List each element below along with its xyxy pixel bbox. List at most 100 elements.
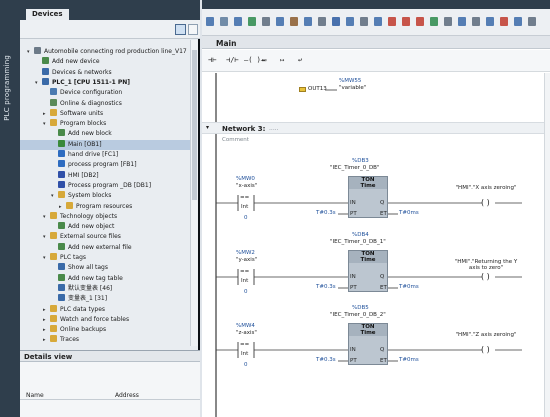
- expander-icon[interactable]: ▸: [43, 337, 46, 344]
- expander-icon[interactable]: ▾: [43, 121, 46, 128]
- tree-item[interactable]: Show all tags: [20, 263, 192, 273]
- expander-icon[interactable]: ▾: [27, 49, 30, 55]
- ladder-element-button[interactable]: ⊣/⊢: [226, 56, 239, 64]
- timer-pin-et: ET: [380, 211, 387, 217]
- tree-item[interactable]: Add new device: [20, 57, 192, 67]
- tree-item[interactable]: Add new block: [20, 129, 192, 139]
- toolbar-button-icon[interactable]: [206, 17, 214, 26]
- toolbar-button-icon[interactable]: [486, 17, 494, 26]
- tree-item[interactable]: Process program _DB [DB1]: [20, 180, 192, 191]
- toolbar-button-icon[interactable]: [514, 17, 522, 26]
- scrollbar-thumb[interactable]: [192, 50, 197, 200]
- toolbar-button-icon[interactable]: [346, 17, 354, 26]
- toolbar-button-icon[interactable]: [430, 17, 438, 26]
- toolbar-button-icon[interactable]: [472, 17, 480, 26]
- tree-item[interactable]: ▾Automobile connecting rod production li…: [20, 47, 192, 57]
- ladder-element-button[interactable]: ↦: [280, 56, 285, 64]
- toolbar-button-icon[interactable]: [374, 17, 382, 26]
- expander-icon[interactable]: ▾: [35, 79, 38, 86]
- toolbar-button-icon[interactable]: [416, 17, 424, 26]
- network-3-header[interactable]: ▾Network 3:.....: [202, 122, 550, 134]
- tree-item[interactable]: Devices & networks: [20, 67, 192, 78]
- expander-icon[interactable]: ▸: [43, 306, 46, 313]
- details-view-header[interactable]: Details view: [20, 350, 200, 362]
- tree-item[interactable]: Main [OB1]: [20, 139, 192, 150]
- toolbar-button-icon[interactable]: [304, 17, 312, 26]
- toolbar-button-icon[interactable]: [276, 17, 284, 26]
- tree-item[interactable]: ▸Watch and force tables: [20, 314, 192, 325]
- toolbar-button-icon[interactable]: [248, 17, 256, 26]
- ladder-element-button[interactable]: ↩: [298, 56, 303, 64]
- toolbar-button-icon[interactable]: [220, 17, 228, 26]
- devices-tab[interactable]: Devices: [26, 9, 69, 20]
- network-title[interactable]: .....: [269, 125, 279, 132]
- expander-icon[interactable]: ▾: [51, 193, 54, 200]
- tree-item[interactable]: ▾Technology objects: [20, 211, 192, 222]
- toolbar-button-icon[interactable]: [290, 17, 298, 26]
- tree-item[interactable]: 默认变量表 [46]: [20, 283, 192, 294]
- tree-item-label: Program blocks: [60, 120, 107, 128]
- expander-icon[interactable]: ▸: [43, 327, 46, 334]
- output-coil-icon[interactable]: ( ): [481, 345, 490, 354]
- tree-item-label: Show all tags: [68, 264, 108, 272]
- expander-icon[interactable]: ▾: [43, 213, 46, 220]
- toolbar-button-icon[interactable]: [500, 17, 508, 26]
- coil-tag-name: "HMI"."Z axis zeroing": [455, 332, 517, 338]
- tree-item[interactable]: ▾System blocks: [20, 191, 192, 201]
- toolbar-button-icon[interactable]: [332, 17, 340, 26]
- task-card-strip[interactable]: PLC programming: [0, 0, 20, 417]
- project-tree-scrollbar[interactable]: [190, 40, 198, 346]
- toolbar-button-icon[interactable]: [318, 17, 326, 26]
- editor-scrollbar[interactable]: [544, 73, 550, 417]
- collapse-network-icon[interactable]: ▾: [206, 124, 210, 131]
- expander-icon[interactable]: ▾: [43, 234, 46, 241]
- expander-icon[interactable]: ▾: [43, 255, 46, 261]
- tree-item[interactable]: ▸Program resources: [20, 201, 192, 212]
- ladder-element-button[interactable]: –( )–: [244, 56, 266, 64]
- expander-icon[interactable]: ▸: [43, 316, 46, 323]
- expander-icon[interactable]: ▸: [59, 203, 62, 210]
- details-col-address[interactable]: Address: [115, 392, 139, 399]
- tree-item-label: PLC_1 [CPU 1511-1 PN]: [52, 78, 131, 86]
- tree-item[interactable]: ▸Traces: [20, 335, 192, 345]
- tree-item[interactable]: ▾PLC tags: [20, 253, 192, 263]
- tree-item[interactable]: Device configuration: [20, 88, 192, 98]
- tree-item[interactable]: Add new object: [20, 222, 192, 232]
- tree-item[interactable]: ▸Software units: [20, 108, 192, 119]
- toolbar-button-icon[interactable]: [360, 17, 368, 26]
- tree-item[interactable]: ▾ PLC_1 [CPU 1511-1 PN]: [20, 77, 192, 88]
- tree-item[interactable]: 变量表_1 [31]: [20, 294, 192, 304]
- tree-item[interactable]: Online & diagnostics: [20, 98, 192, 109]
- list-view-icon[interactable]: [188, 24, 198, 35]
- ladder-element-button[interactable]: ▭: [262, 56, 267, 64]
- toolbar-button-icon[interactable]: [528, 17, 536, 26]
- timer-type: TON: [361, 177, 375, 183]
- output-coil-icon[interactable]: ( ): [481, 272, 490, 281]
- tree-item[interactable]: process program [FB1]: [20, 160, 192, 170]
- toolbar-button-icon[interactable]: [262, 17, 270, 26]
- tree-item[interactable]: ▾ Program blocks: [20, 119, 192, 129]
- tree-item[interactable]: Add new external file: [20, 242, 192, 253]
- plc-programming-tab[interactable]: PLC programming: [3, 55, 11, 121]
- toolbar-button-icon[interactable]: [388, 17, 396, 26]
- toolbar-button-icon[interactable]: [458, 17, 466, 26]
- tree-item-label: Devices & networks: [52, 68, 112, 76]
- toolbar-button-icon[interactable]: [234, 17, 242, 26]
- tree-item[interactable]: HMI [DB2]: [20, 170, 192, 181]
- details-col-name[interactable]: Name: [26, 392, 44, 399]
- expander-icon[interactable]: ▸: [43, 110, 46, 117]
- tree-item[interactable]: Add new tag table: [20, 273, 192, 284]
- grid-view-icon[interactable]: [175, 24, 186, 35]
- tree-item[interactable]: ▾External source files: [20, 232, 192, 242]
- toolbar-button-icon[interactable]: [444, 17, 452, 26]
- output-coil-icon[interactable]: ( ): [481, 198, 490, 207]
- toolbar-button-icon[interactable]: [402, 17, 410, 26]
- ladder-element-button[interactable]: ⊣⊢: [208, 56, 217, 64]
- tree-item[interactable]: ▸PLC data types: [20, 304, 192, 315]
- tree-item[interactable]: hand drive [FC1]: [20, 150, 192, 160]
- tree-item[interactable]: ▸Online backups: [20, 325, 192, 335]
